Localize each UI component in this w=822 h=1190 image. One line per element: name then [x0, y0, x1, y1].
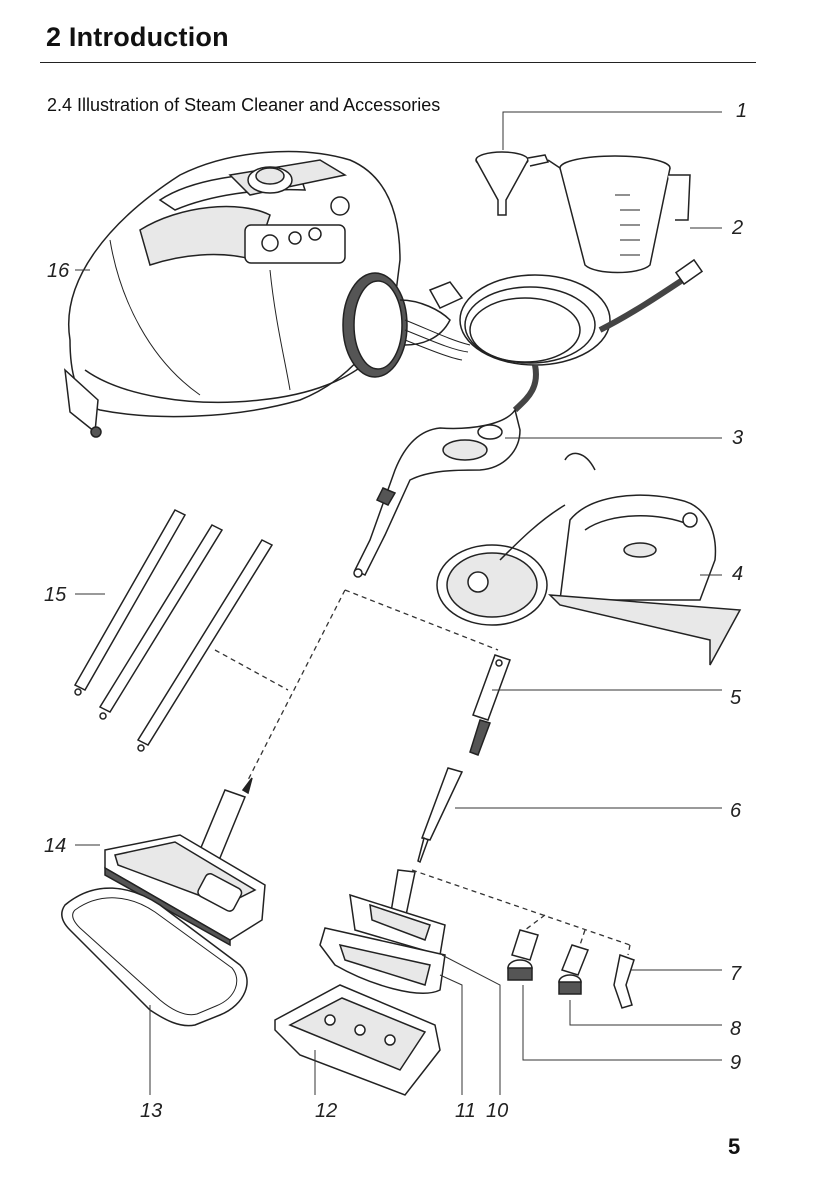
callout-10: 10	[486, 1100, 508, 1123]
steam-iron-drawing	[437, 453, 740, 665]
round-brush-drawing	[508, 930, 538, 980]
callout-1: 1	[736, 100, 747, 123]
dashed-connectors	[215, 590, 630, 955]
callout-11: 11	[455, 1100, 476, 1123]
callout-13: 13	[140, 1100, 162, 1123]
callout-14: 14	[44, 835, 66, 858]
steam-hose-drawing	[460, 260, 702, 410]
funnel-drawing	[476, 152, 548, 215]
callout-8: 8	[730, 1018, 741, 1041]
small-brush-drawing	[559, 945, 588, 994]
callout-3: 3	[732, 427, 743, 450]
pinpoint-nozzle-drawing	[418, 768, 462, 862]
callout-16: 16	[47, 260, 69, 283]
callout-2: 2	[732, 217, 743, 240]
callout-6: 6	[730, 800, 741, 823]
measuring-jug-drawing	[548, 156, 690, 273]
callout-4: 4	[732, 563, 743, 586]
callout-15: 15	[44, 584, 66, 607]
detail-nozzle-drawing	[470, 655, 510, 755]
cloth-cover-drawing	[275, 985, 440, 1095]
callout-7: 7	[730, 963, 741, 986]
page-number: 5	[728, 1134, 740, 1160]
hand-nozzle-drawing	[320, 870, 445, 993]
extension-tubes-drawing	[75, 510, 272, 751]
steam-gun-drawing	[354, 410, 520, 577]
callout-9: 9	[730, 1052, 741, 1075]
callout-12: 12	[315, 1100, 337, 1123]
callout-5: 5	[730, 687, 741, 710]
steam-cleaner-body-drawing	[65, 152, 470, 437]
angled-nozzle-drawing	[614, 955, 634, 1008]
